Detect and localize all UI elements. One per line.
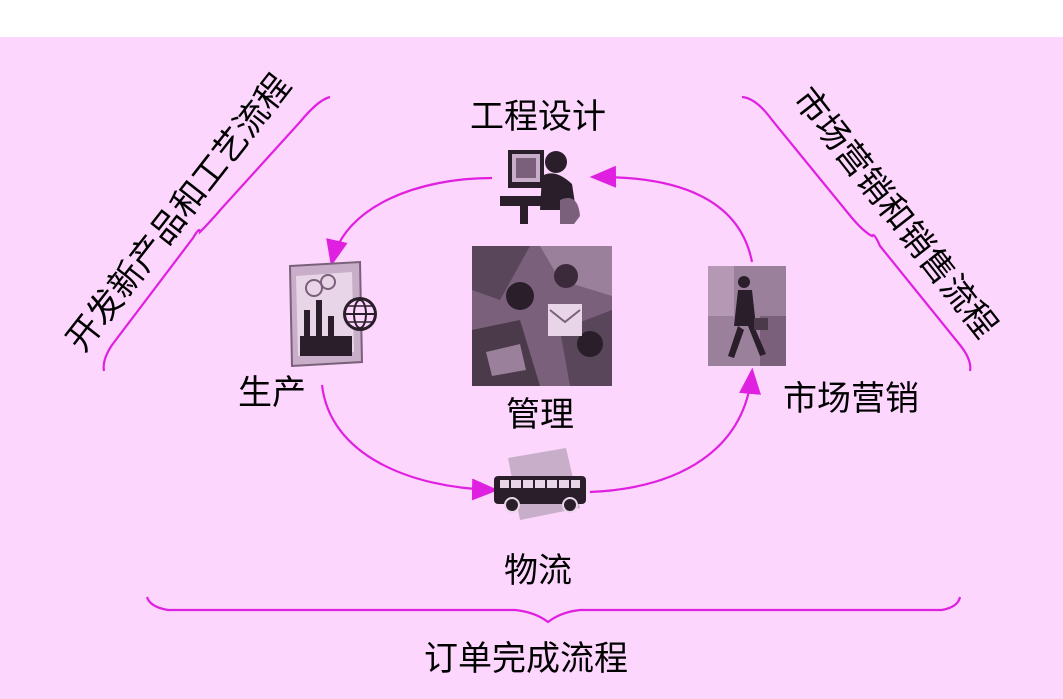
right-brace	[741, 95, 972, 372]
arrow-logistics-to-marketing	[589, 367, 761, 494]
bottom-brace	[145, 596, 962, 624]
arrow-production-to-logistics	[320, 384, 499, 501]
center-label-management: 管理	[506, 395, 574, 435]
meeting-collage-icon	[472, 246, 612, 386]
bus-icon	[494, 448, 586, 520]
node-label-engineering: 工程设计	[470, 97, 606, 137]
factory-globe-icon	[288, 260, 377, 368]
person-at-computer-icon	[500, 150, 580, 224]
process-label-order-fulfillment: 订单完成流程	[424, 639, 628, 679]
node-label-logistics: 物流	[504, 551, 572, 591]
arrow-marketing-to-engineering	[589, 165, 754, 263]
businesswoman-walking-icon	[708, 266, 786, 366]
node-label-production: 生产	[238, 373, 306, 413]
node-label-marketing: 市场营销	[783, 379, 919, 419]
left-brace	[102, 95, 331, 372]
arrow-engineering-to-production	[326, 176, 493, 267]
